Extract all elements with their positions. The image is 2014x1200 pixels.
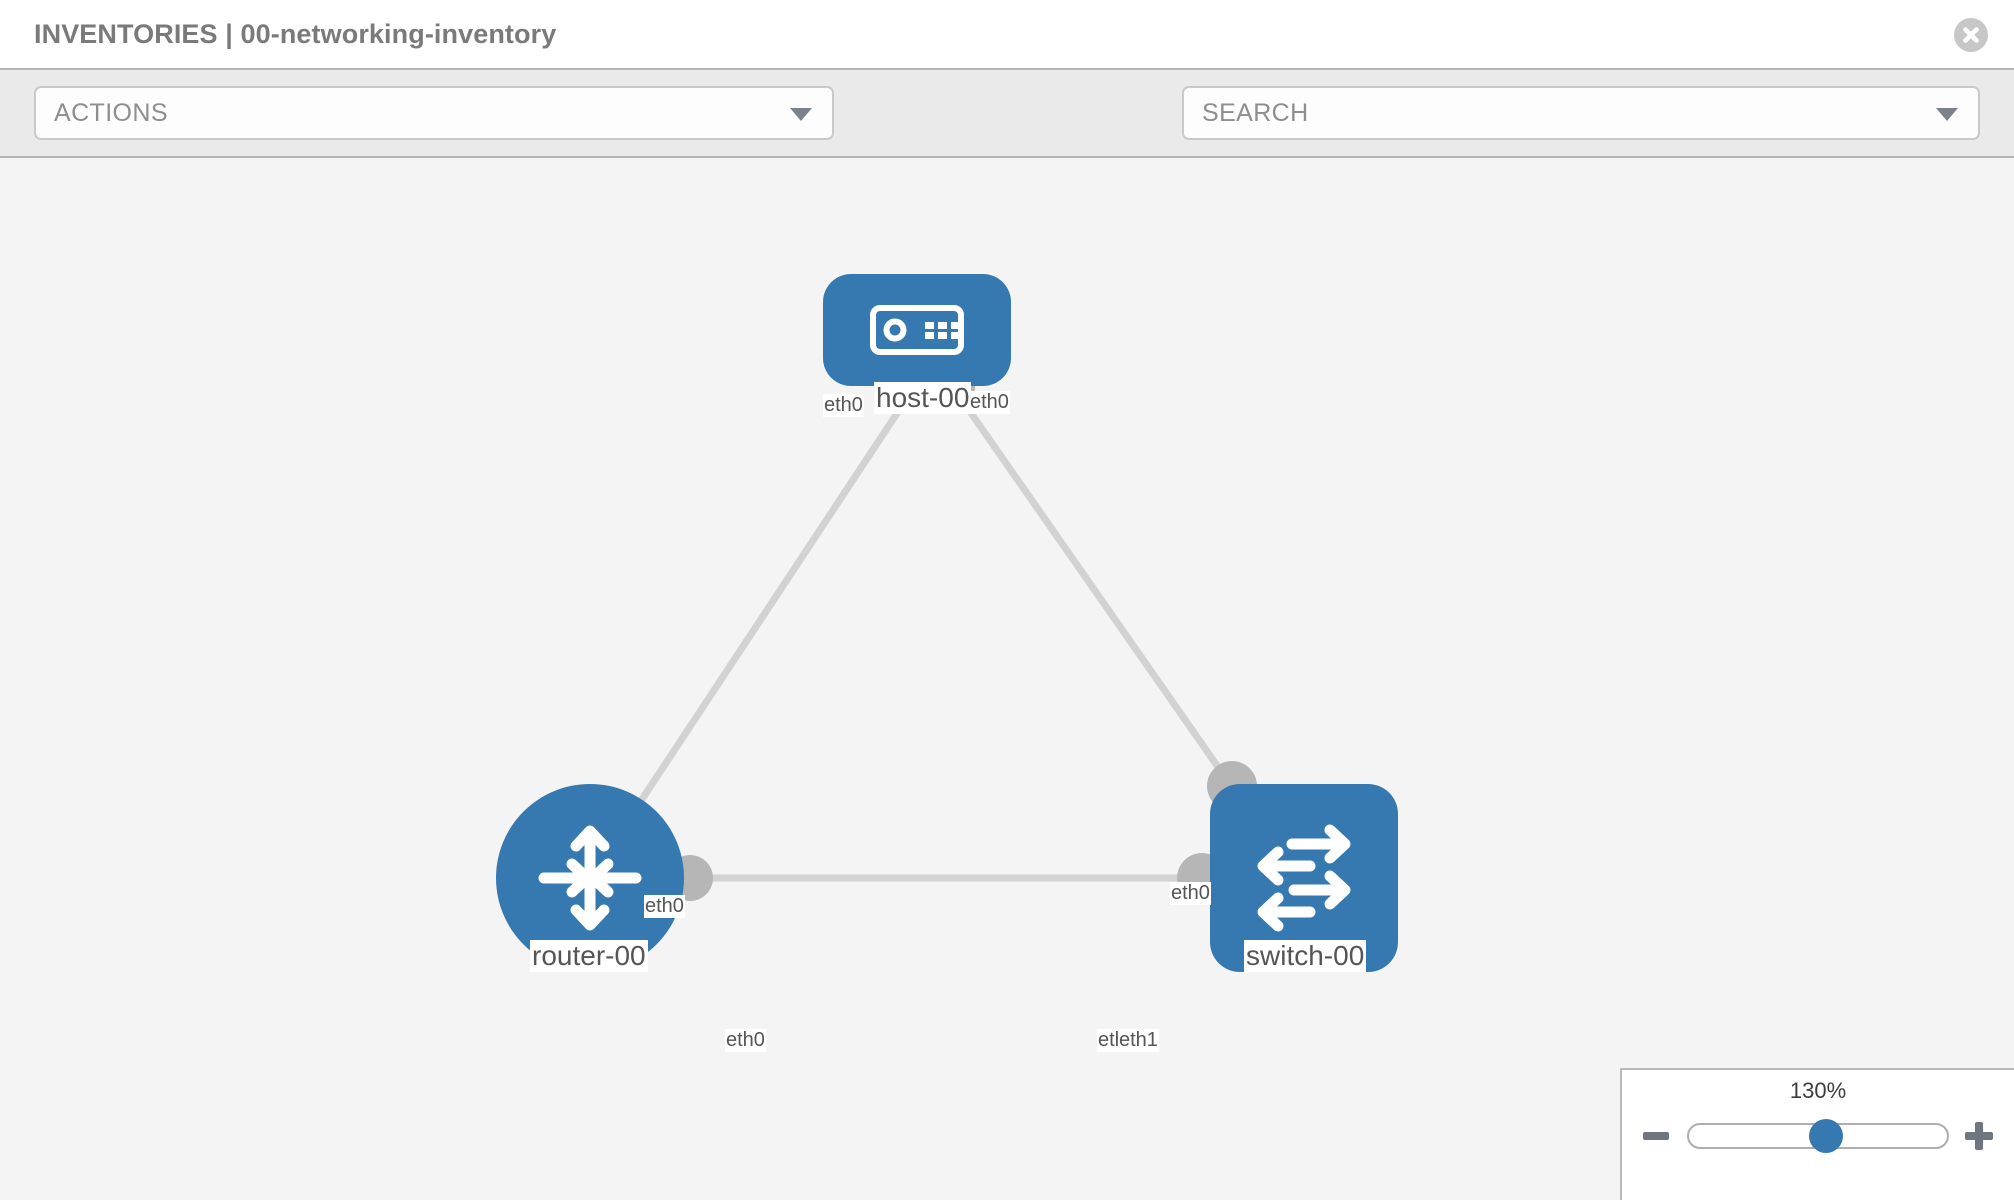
zoom-slider-thumb[interactable] bbox=[1808, 1119, 1843, 1153]
topology-graph bbox=[496, 274, 1398, 972]
page-title: INVENTORIES | 00-networking-inventory bbox=[34, 18, 557, 49]
zoom-out-button[interactable] bbox=[1643, 1132, 1669, 1140]
node-host-00[interactable] bbox=[823, 274, 1011, 386]
edge-label-router00-uplink-eth0: eth0 bbox=[644, 895, 685, 918]
edge-label-host00-eth0-right: eth0 bbox=[969, 391, 1010, 414]
search-input-placeholder[interactable]: SEARCH bbox=[1202, 98, 1309, 127]
actions-dropdown[interactable]: ACTIONS bbox=[34, 86, 834, 140]
chevron-down-icon[interactable] bbox=[1936, 108, 1958, 121]
edge-label-router00-eth0: eth0 bbox=[725, 1029, 766, 1052]
edge-label-host00-eth0-left: eth0 bbox=[823, 394, 864, 417]
topology-canvas[interactable]: host-00 router-00 switch-00 eth0 eth0 et… bbox=[0, 158, 2014, 1200]
link-host00-switch00[interactable] bbox=[946, 379, 1252, 814]
node-label-router-00: router-00 bbox=[530, 940, 648, 973]
node-router-00[interactable] bbox=[496, 784, 684, 972]
search-input-wrapper[interactable]: SEARCH bbox=[1182, 86, 1980, 140]
edge-label-switch00-eth1: eth1 bbox=[1118, 1029, 1159, 1052]
chevron-down-icon bbox=[790, 108, 812, 121]
node-label-host-00: host-00 bbox=[874, 382, 972, 415]
zoom-level-value: 130% bbox=[1789, 1078, 1847, 1103]
link-host00-router00[interactable] bbox=[586, 379, 921, 882]
topology-links bbox=[586, 379, 1252, 882]
toolbar: ACTIONS SEARCH bbox=[0, 68, 2014, 200]
node-switch-00[interactable] bbox=[1210, 784, 1398, 972]
page-header: INVENTORIES | 00-networking-inventory bbox=[0, 0, 2014, 68]
topology-sockets bbox=[667, 365, 1257, 903]
zoom-slider-track[interactable] bbox=[1687, 1119, 1949, 1153]
close-icon[interactable] bbox=[1954, 18, 1988, 52]
zoom-control-panel: 130% bbox=[1620, 1068, 2014, 1200]
actions-dropdown-label: ACTIONS bbox=[54, 98, 168, 127]
edge-label-switch00-uplink-eth0: eth0 bbox=[1170, 882, 1211, 905]
node-label-switch-00: switch-00 bbox=[1244, 940, 1367, 973]
zoom-in-button[interactable] bbox=[1965, 1122, 1993, 1150]
